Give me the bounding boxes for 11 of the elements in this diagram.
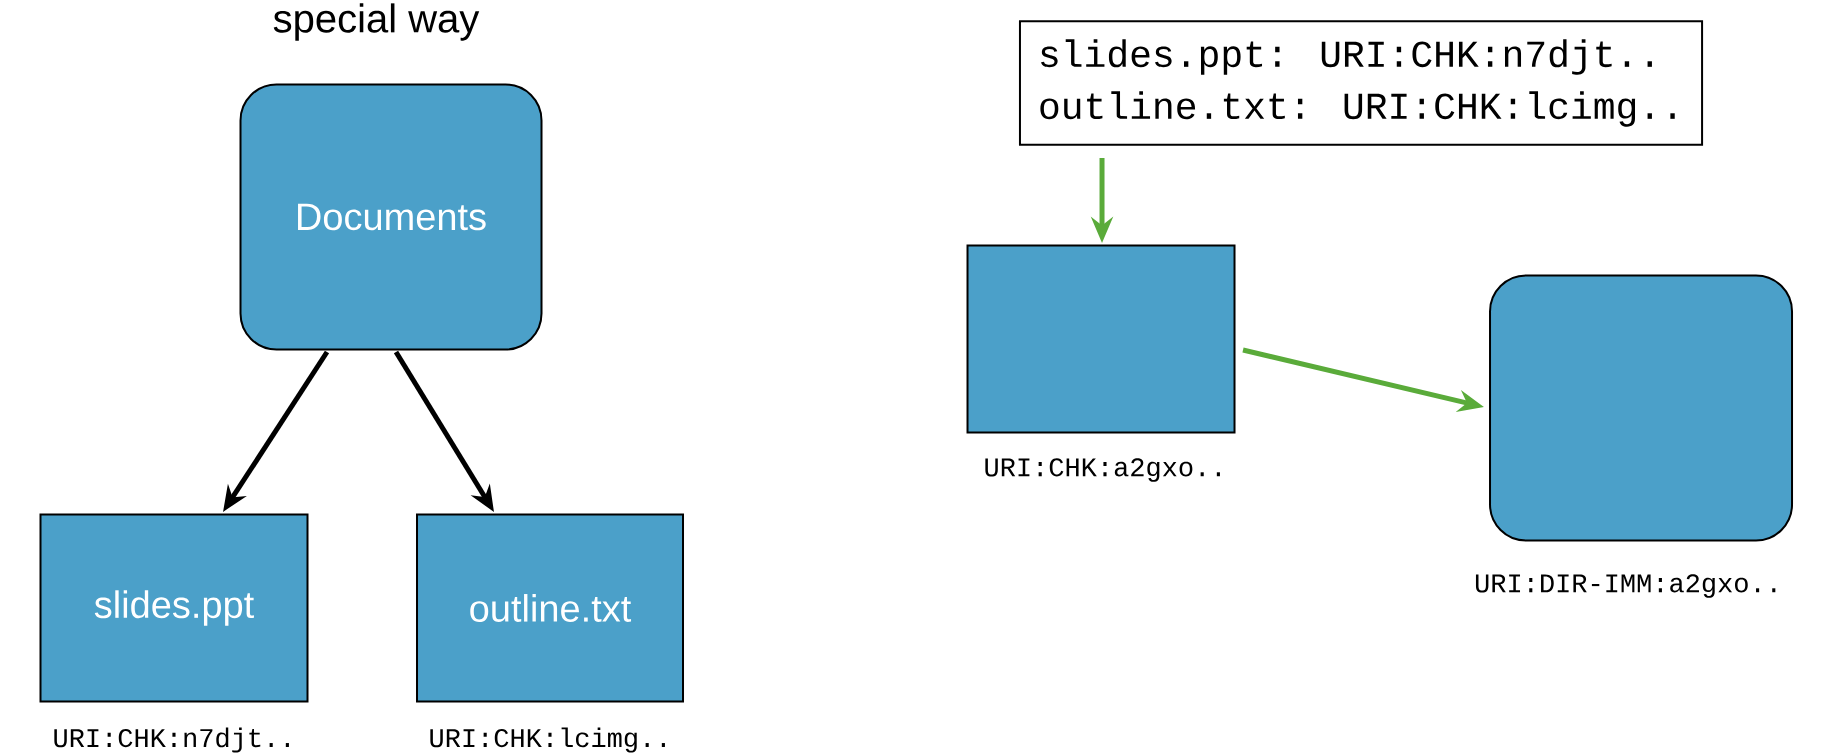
box: outline.txt	[416, 513, 684, 703]
box: slides.ppt	[39, 513, 309, 703]
box	[966, 244, 1236, 434]
hash-label: URI:CHK:a2gxo..	[985, 458, 1220, 482]
hash-label: URI:CHK:lcimg..	[430, 727, 665, 753]
rounded-box	[1489, 274, 1793, 542]
rounded-box: Documents	[239, 83, 543, 351]
heading: special way	[273, 3, 480, 41]
hash-label: URI:CHK:n7djt..	[54, 727, 289, 753]
hash-label: URI:DIR-IMM:a2gxo..	[1475, 574, 1776, 598]
text-box: slides.ppt: URI:CHK:n7djt.. outline.txt: URI:CHK:lcimg..	[1018, 20, 1704, 146]
